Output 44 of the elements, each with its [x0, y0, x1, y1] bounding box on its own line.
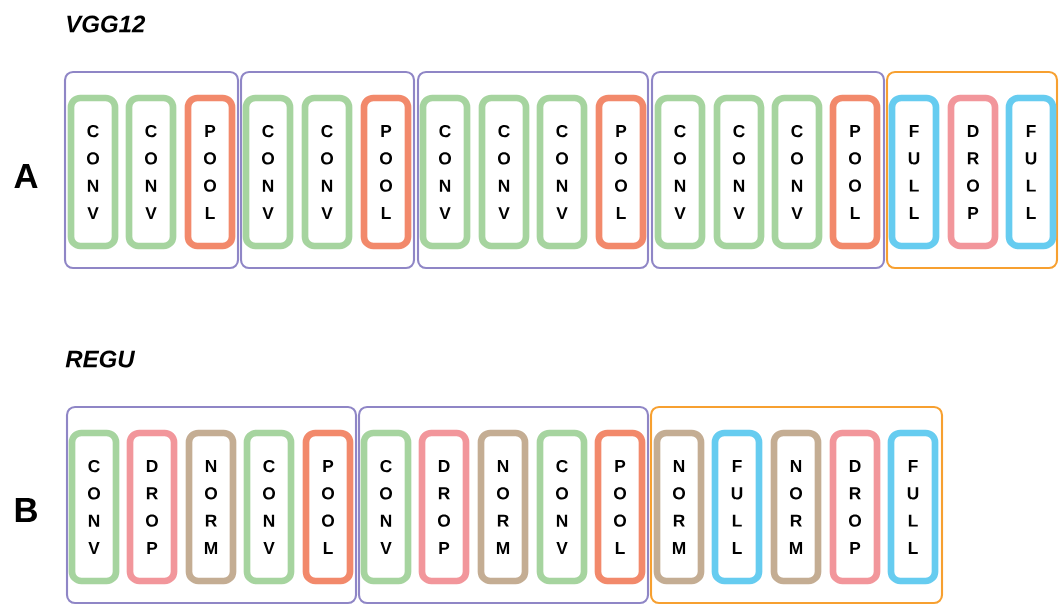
layer-box: POOL — [594, 429, 646, 585]
row-title: VGG12 — [67, 15, 146, 33]
layer-box: CONV — [360, 429, 412, 585]
layer-box: POOL — [360, 94, 412, 250]
layer-box: FULL — [711, 429, 763, 585]
layer-box: FULL — [888, 94, 940, 250]
group-box — [239, 70, 416, 270]
layer-box: NORM — [477, 429, 529, 585]
layer-box: CONV — [713, 94, 765, 250]
layer-box: DROP — [829, 429, 881, 585]
layer-box: FULL — [887, 429, 939, 585]
layer-box: CONV — [301, 94, 353, 250]
layer-box: CONV — [536, 429, 588, 585]
layer-box: CONV — [67, 94, 119, 250]
row-letter: A — [14, 164, 38, 188]
group-box — [885, 70, 1059, 270]
layer-box: DROP — [947, 94, 999, 250]
layer-box: POOL — [595, 94, 647, 250]
group-box — [357, 405, 650, 605]
layer-box: FULL — [1005, 94, 1057, 250]
layer-box: CONV — [242, 94, 294, 250]
row-title: REGU — [65, 350, 136, 368]
layer-box: POOL — [829, 94, 881, 250]
layer-box: CONV — [125, 94, 177, 250]
layer-box: CONV — [419, 94, 471, 250]
group-box — [416, 70, 650, 270]
layer-box: POOL — [302, 429, 354, 585]
group-box — [63, 70, 240, 270]
layer-box: CONV — [68, 429, 120, 585]
group-box — [649, 405, 944, 605]
group-box — [65, 405, 358, 605]
layer-box: CONV — [243, 429, 295, 585]
layer-box: CONV — [536, 94, 588, 250]
layer-box: CONV — [654, 94, 706, 250]
layer-box: CONV — [478, 94, 530, 250]
layer-box: NORM — [653, 429, 705, 585]
layer-box: POOL — [184, 94, 236, 250]
layer-box: DROP — [126, 429, 178, 585]
layer-box: NORM — [770, 429, 822, 585]
group-box — [650, 70, 886, 270]
row-letter: B — [15, 498, 37, 522]
layer-box: NORM — [185, 429, 237, 585]
layer-box: DROP — [418, 429, 470, 585]
layer-box: CONV — [771, 94, 823, 250]
